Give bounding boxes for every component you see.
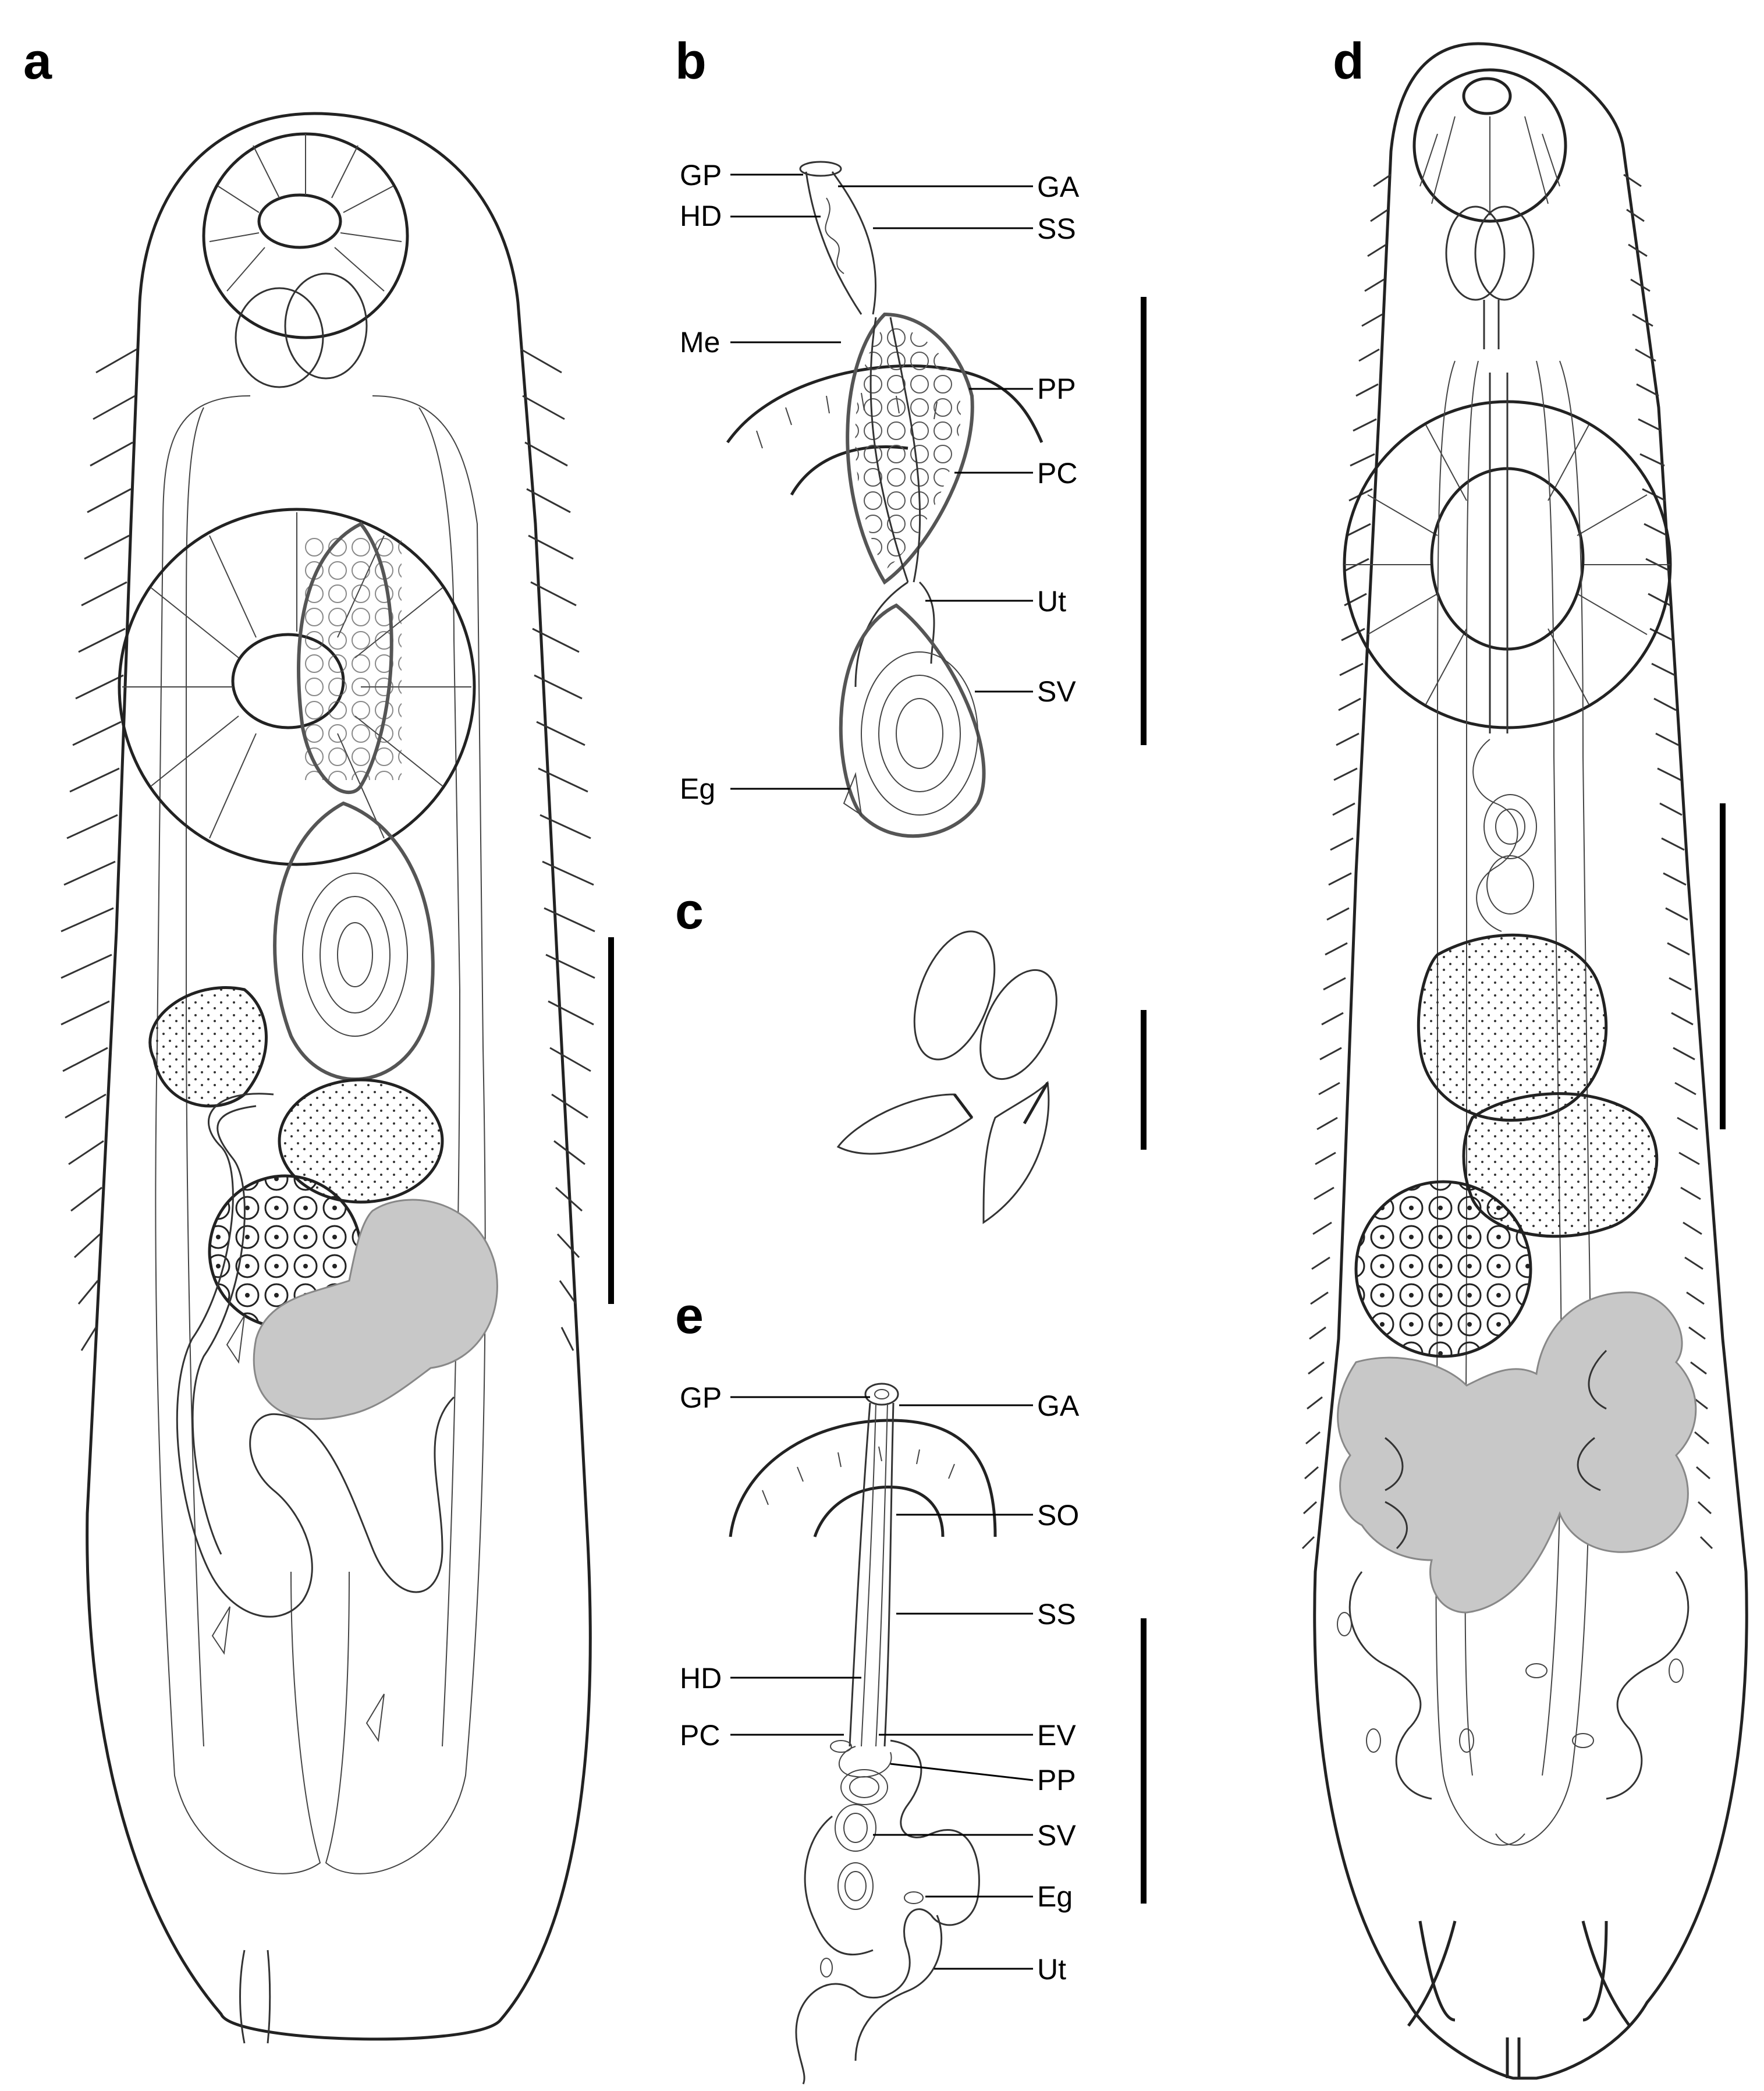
label-b-pc: PC [1037, 457, 1077, 490]
panel-letter-c: c [675, 882, 704, 940]
label-b-ut: Ut [1037, 585, 1066, 618]
label-e-ut: Ut [1037, 1953, 1066, 1986]
panel-letter-b: b [675, 32, 707, 90]
panel-letter-d: d [1333, 32, 1364, 90]
panel-a-drawing [61, 112, 614, 2044]
label-b-eg: Eg [680, 772, 715, 805]
panel-b-drawing: GP HD Me Eg GA SS PP PC Ut SV [680, 159, 1147, 838]
label-b-ss: SS [1037, 212, 1076, 245]
label-e-hd: HD [680, 1662, 722, 1695]
label-e-gp: GP [680, 1381, 722, 1414]
panel-letter-a: a [23, 32, 52, 90]
label-b-hd: HD [680, 200, 722, 232]
label-e-pp: PP [1037, 1764, 1076, 1796]
label-b-pp: PP [1037, 373, 1076, 405]
label-e-ev: EV [1037, 1719, 1076, 1752]
label-e-so: SO [1037, 1499, 1079, 1532]
label-e-sv: SV [1037, 1819, 1076, 1852]
label-b-ga: GA [1037, 171, 1080, 203]
label-e-ga: GA [1037, 1390, 1080, 1422]
label-b-me: Me [680, 326, 720, 359]
label-b-sv: SV [1037, 675, 1076, 708]
label-e-eg: Eg [1037, 1880, 1073, 1913]
panel-letter-e: e [675, 1287, 704, 1344]
panel-c-drawing [836, 930, 1147, 1224]
label-e-ss: SS [1037, 1598, 1076, 1631]
panel-e-drawing: GP HD PC GA SO SS EV PP SV Eg Ut [680, 1381, 1147, 2085]
label-e-pc: PC [680, 1719, 720, 1752]
panel-d-drawing [1301, 42, 1748, 2080]
label-b-gp: GP [680, 159, 722, 192]
